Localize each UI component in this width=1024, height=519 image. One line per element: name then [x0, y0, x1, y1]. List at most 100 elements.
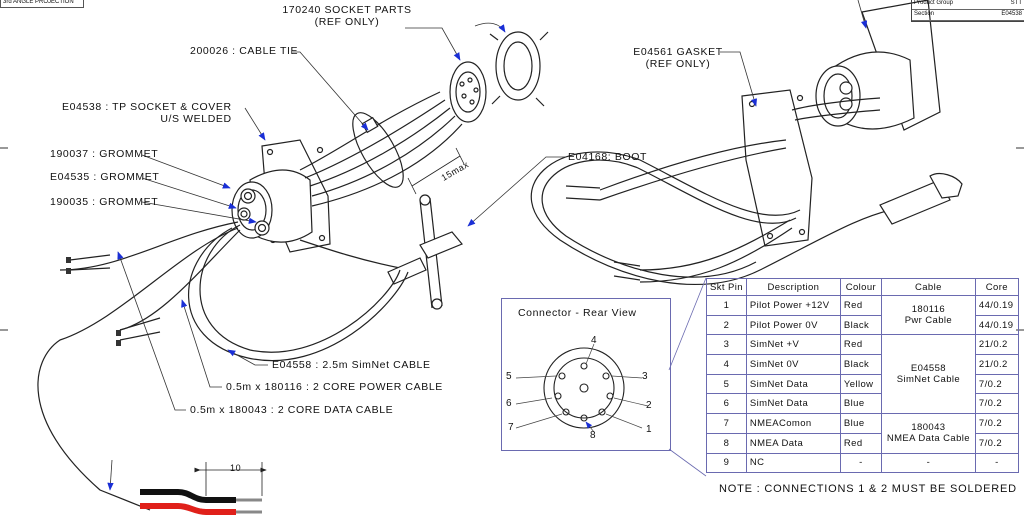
colour-cell: Blue — [839, 393, 882, 415]
desc-cell: NMEAComon — [745, 413, 841, 434]
pin-label: 3 — [642, 371, 649, 382]
pin-cell: 3 — [706, 334, 747, 356]
table-row: 9 NC - - - — [706, 452, 1019, 474]
colour-cell: Red — [839, 432, 882, 454]
colour-cell: Yellow — [839, 373, 882, 395]
callout-simnet-cable: E04558 : 2.5m SimNet CABLE — [272, 359, 431, 371]
callout-cable-tie: 200026 : CABLE TIE — [190, 45, 299, 57]
title-block-label: Section — [914, 11, 935, 17]
core-cell: 44/0.19 — [974, 314, 1019, 336]
colour-cell: Black — [839, 354, 882, 375]
colour-cell: Red — [839, 334, 882, 356]
power-cable — [59, 221, 239, 271]
colour-cell: Blue — [839, 413, 882, 434]
core-cell: 44/0.19 — [974, 295, 1019, 316]
connector-view-box — [501, 298, 671, 451]
callout-line: U/S WELDED — [160, 113, 232, 125]
connector-rear-view — [515, 343, 649, 433]
pin-table: Skt Pin Description Colour Cable Core 1 … — [706, 278, 1019, 474]
connector-title: Connector - Rear View — [518, 307, 637, 319]
pin-cell: 8 — [706, 432, 747, 454]
pin-label: 5 — [506, 371, 513, 382]
callout-data-cable: 0.5m x 180043 : 2 CORE DATA CABLE — [190, 404, 394, 416]
callout-gasket: E04561 GASKET (REF ONLY) — [628, 46, 728, 70]
pin-cell: 2 — [706, 314, 747, 336]
table-row: 8 NMEA Data Red 7/0.2 — [706, 432, 1019, 454]
cable-code: E04558 — [910, 363, 946, 375]
desc-cell: SimNet +V — [745, 334, 841, 356]
cable-name: SimNet Cable — [896, 374, 961, 386]
desc-cell: SimNet Data — [745, 393, 841, 415]
data-cable — [119, 229, 241, 331]
callout-tp-socket: E04538 : TP SOCKET & COVER U/S WELDED — [62, 101, 232, 125]
colour-cell: Black — [839, 314, 882, 336]
callout-grommet-1: 190037 : GROMMET — [50, 148, 159, 160]
header-cell: Description — [745, 278, 841, 296]
header-cell: Colour — [839, 278, 882, 296]
pin-label: 6 — [506, 398, 513, 409]
callout-line: E04538 : TP SOCKET & COVER — [62, 101, 232, 113]
grommet-middle — [237, 207, 251, 221]
grommet-lower — [254, 220, 270, 236]
desc-cell: Pilot Power +12V — [745, 295, 841, 316]
colour-cell: Red — [839, 295, 882, 316]
pin-cell: 1 — [706, 295, 747, 316]
cable-name: Pwr Cable — [904, 315, 953, 327]
colour-cell: - — [839, 452, 882, 474]
leader-lines — [107, 0, 868, 491]
table-row: 6 SimNet Data Blue 7/0.2 — [706, 393, 1019, 415]
table-connectors — [668, 277, 707, 477]
cable-name: NMEA Data Cable — [886, 433, 970, 445]
core-cell: 7/0.2 — [974, 432, 1019, 454]
pin-label: 7 — [508, 422, 515, 433]
cable-tie — [352, 112, 404, 188]
pin-cell: 4 — [706, 354, 747, 375]
title-block-value: STT — [1010, 0, 1022, 6]
desc-cell: NMEA Data — [745, 432, 841, 454]
core-cell: 7/0.2 — [974, 373, 1019, 395]
cable-code: 180043 — [911, 422, 946, 434]
callout-line: E04561 GASKET — [633, 46, 723, 58]
pin-cell: 9 — [706, 452, 747, 474]
title-block-label: Product Group — [914, 0, 954, 6]
core-cell: 7/0.2 — [974, 393, 1019, 415]
left-assembly — [37, 31, 549, 511]
cable-cell: - — [880, 452, 976, 474]
socket-insert — [449, 61, 487, 123]
desc-cell: SimNet 0V — [745, 354, 841, 375]
wire-strip-detail — [140, 462, 267, 515]
table-header-row: Skt Pin Description Colour Cable Core — [706, 278, 1019, 296]
callout-boot: E04168: BOOT — [568, 151, 647, 163]
desc-cell: SimNet Data — [745, 373, 841, 395]
pin-label: 8 — [590, 430, 597, 441]
callout-line: 170240 SOCKET PARTS — [282, 4, 412, 16]
callout-grommet-2: E04535 : GROMMET — [50, 171, 160, 183]
core-cell: 21/0.2 — [974, 354, 1019, 375]
pin-cell: 7 — [706, 413, 747, 434]
pin-label: 1 — [646, 424, 653, 435]
callout-line: (REF ONLY) — [645, 58, 711, 70]
header-cell: Skt Pin — [706, 278, 747, 296]
projection-label: 3rd ANGLE PROJECTION — [0, 0, 84, 8]
core-cell: 21/0.2 — [974, 334, 1019, 356]
header-cell: Core — [974, 278, 1019, 296]
header-cell: Cable — [880, 278, 976, 296]
right-assembly — [530, 0, 963, 286]
boot — [419, 194, 463, 310]
grommet-upper — [240, 188, 256, 204]
core-cell: 7/0.2 — [974, 413, 1019, 434]
dimension-10: 10 — [230, 463, 242, 473]
pin-label: 4 — [591, 335, 598, 346]
simnet-cable — [199, 224, 401, 353]
gasket-plate — [741, 89, 813, 247]
callout-power-cable: 0.5m x 180116 : 2 CORE POWER CABLE — [226, 381, 443, 393]
cable-code: 180116 — [911, 304, 946, 316]
core-cell: - — [974, 452, 1019, 474]
